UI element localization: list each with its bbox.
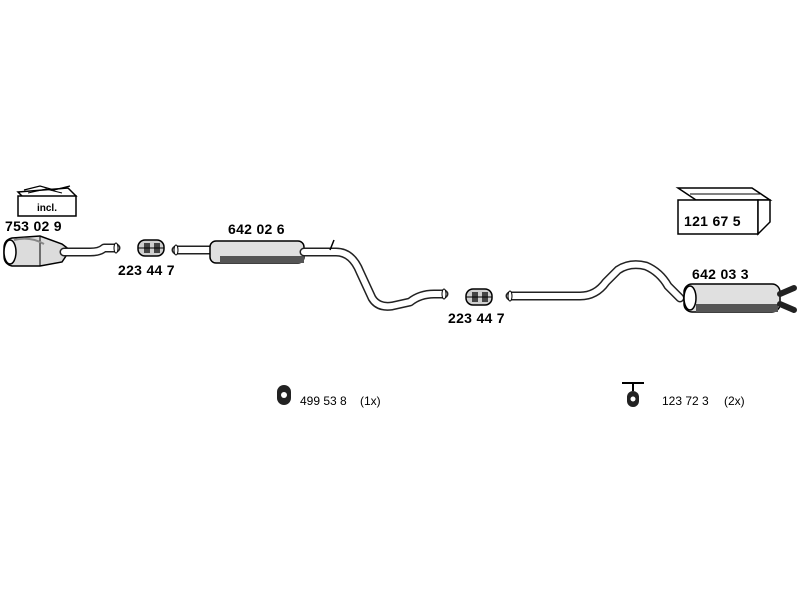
part-number-223-44-7-front: 223 44 7: [118, 262, 175, 278]
rear-silencer-icon: [505, 260, 797, 313]
part-number-753-02-9: 753 02 9: [5, 218, 62, 234]
catalytic-converter-group: incl. 753 02 9: [3, 185, 121, 267]
part-number-499-53-8: 499 53 8: [300, 394, 347, 408]
mounting-kit-box-icon: [675, 187, 773, 236]
clamp-rear-icon: [465, 288, 493, 306]
part-number-123-72-3: 123 72 3: [662, 394, 709, 408]
part-number-642-03-3: 642 03 3: [692, 266, 749, 282]
front-silencer-icon: [171, 239, 449, 311]
part-number-121-67-5: 121 67 5: [684, 213, 741, 229]
qty-123-72-3: (2x): [724, 394, 745, 408]
rubber-mount-icon: [277, 385, 291, 405]
qty-499-53-8: (1x): [360, 394, 381, 408]
part-number-642-02-6: 642 02 6: [228, 221, 285, 237]
incl-box-icon: [16, 185, 78, 217]
part-number-223-44-7-rear: 223 44 7: [448, 310, 505, 326]
hanger-icon: [622, 382, 644, 407]
incl-box-label: incl.: [37, 203, 57, 214]
clamp-front-icon: [137, 239, 165, 257]
catalytic-converter-icon: [3, 235, 121, 267]
